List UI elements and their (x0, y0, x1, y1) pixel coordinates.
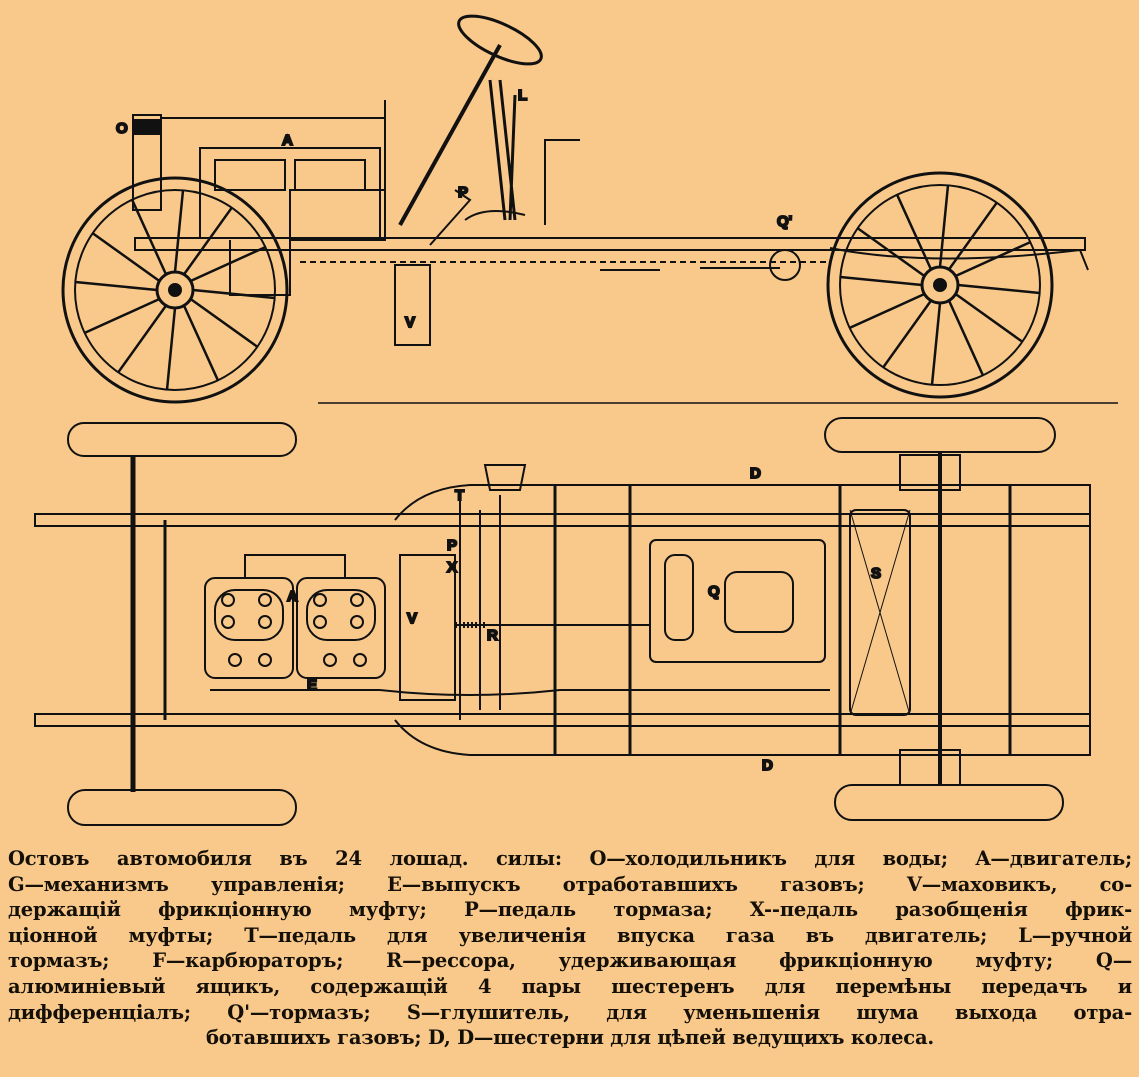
bolt (354, 654, 366, 666)
caption-line: ціонной муфты; T—педаль для увеличенія в… (8, 923, 1132, 947)
bolt (314, 594, 326, 606)
bolt (222, 594, 234, 606)
label-s: S (871, 565, 881, 582)
spoke (858, 228, 925, 276)
spoke (118, 306, 166, 373)
label-o: O (116, 120, 128, 137)
label-a: A (282, 132, 293, 149)
cylinder-head-bolts (222, 594, 366, 666)
spoke (193, 290, 275, 298)
label-l: L (518, 87, 527, 104)
bolt (229, 654, 241, 666)
spoke (850, 294, 925, 328)
intake-manifold (245, 555, 345, 578)
spoke (184, 306, 218, 381)
spoke (958, 285, 1040, 293)
hand-levers (490, 80, 515, 220)
engine-cylinder-1 (205, 578, 293, 678)
label-p: P (458, 184, 468, 201)
spoke (956, 294, 1023, 342)
steering-wheel (452, 6, 547, 73)
caption-line: дифференціалъ; Q'—тормазъ; S—глушитель, … (8, 1000, 1132, 1024)
spoke (883, 301, 931, 368)
bolt (351, 616, 363, 628)
label-v-side: V (405, 314, 415, 331)
front-left-tire (68, 423, 296, 456)
label-d-top: D (750, 465, 761, 482)
flywheel-top (400, 555, 455, 700)
spoke (184, 208, 232, 275)
rear-left-tire (825, 418, 1055, 452)
subframe-outer (395, 485, 1090, 755)
bolt (259, 616, 271, 628)
bolt (222, 616, 234, 628)
pedal-shafts (460, 495, 500, 720)
rear-spring (830, 248, 1088, 270)
spoke (949, 301, 983, 376)
bolt (259, 594, 271, 606)
caption-line: алюминіевый ящикъ, содержащій 4 пары шес… (8, 974, 1132, 998)
spoke (940, 185, 948, 267)
spoke (167, 308, 175, 390)
bolt (324, 654, 336, 666)
caption-line: тормазъ; F—карбюраторъ; R—рессора, удерж… (8, 949, 1132, 973)
label-q-prime: Q' (777, 213, 792, 230)
flywheel-housing (395, 265, 430, 345)
rear-wheel (828, 173, 1052, 397)
radiator (133, 115, 161, 210)
frame-rail-right (35, 714, 1090, 726)
label-x: X (447, 559, 457, 576)
rim (840, 185, 1040, 385)
side-frame-rail (135, 238, 1085, 250)
tire (828, 173, 1052, 397)
steering-column (400, 45, 500, 225)
figure-caption: Остовъ автомобиля въ 24 лошад. силы: O—х… (8, 846, 1132, 1051)
tire (63, 178, 287, 402)
spoke (191, 247, 266, 281)
automobile-chassis-drawing: O A L P Q' V (0, 0, 1139, 840)
spoke (840, 277, 922, 285)
label-p-top: P (447, 537, 457, 554)
spoke (932, 303, 940, 385)
hub-cap (934, 279, 946, 291)
label-v-top: V (407, 610, 417, 627)
spoke (85, 299, 160, 333)
sprocket-d-bottom (900, 750, 960, 785)
bolt (259, 654, 271, 666)
seat-bracket (545, 140, 580, 225)
rear-right-tire (835, 785, 1063, 820)
caption-line: Остовъ автомобиля въ 24 лошад. силы: O—х… (8, 847, 1132, 870)
sprocket-d-top (900, 455, 960, 490)
spoke (191, 299, 258, 347)
caption-line: G—механизмъ управленія; E—выпускъ отрабо… (8, 872, 1132, 896)
spoke (93, 233, 160, 281)
top-view: D T P X A V E R Q S D (35, 418, 1090, 825)
gearbox (650, 540, 825, 662)
label-e: E (307, 677, 317, 694)
hub-cap (169, 284, 181, 296)
front-wheel (63, 178, 287, 402)
bolt (351, 594, 363, 606)
front-right-tire (68, 790, 296, 825)
rim (75, 190, 275, 390)
side-view: O A L P Q' V (63, 6, 1118, 403)
engine-cylinder-2 (297, 578, 385, 678)
exhaust-pipe (210, 690, 830, 695)
label-q: Q (708, 583, 720, 600)
caption-line: ботавшихъ газовъ; D, D—шестерни для цѣпе… (206, 1026, 934, 1050)
spoke (897, 195, 931, 270)
caption-line: держащій фрикціонную муфту; P—педаль тор… (8, 898, 1132, 922)
spoke (175, 190, 183, 272)
muffler (850, 510, 910, 715)
spoke (75, 282, 157, 290)
label-r: R (487, 627, 498, 644)
frame-rail-left (35, 514, 1090, 526)
label-a-top: A (287, 588, 298, 605)
bolt (314, 616, 326, 628)
label-d-bottom: D (762, 757, 773, 774)
label-t: T (455, 487, 464, 504)
spoke (956, 242, 1031, 276)
